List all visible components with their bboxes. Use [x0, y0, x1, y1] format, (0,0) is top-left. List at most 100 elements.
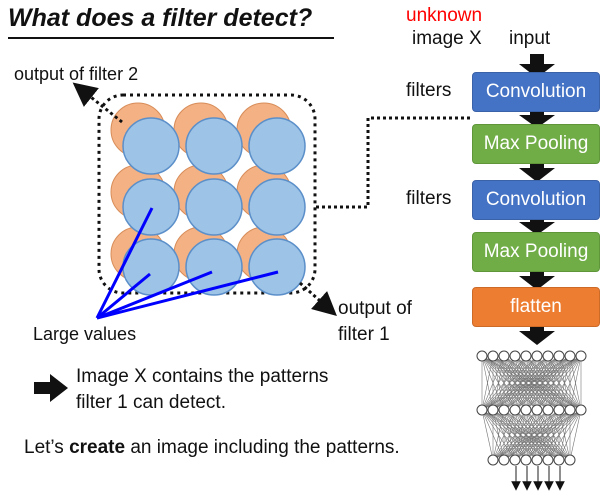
fc-connection [514, 355, 582, 411]
fc-connection [503, 355, 582, 411]
conclusion-line2: filter 1 can detect. [76, 392, 226, 413]
fc-connection [481, 355, 549, 411]
fc-node [542, 404, 554, 416]
fc-node [498, 350, 510, 362]
fc-node [564, 350, 576, 362]
filter1-cell [248, 238, 306, 296]
fc-node [542, 350, 554, 362]
fc-node [531, 404, 543, 416]
unknown-label: unknown [406, 5, 483, 26]
fc-node [575, 404, 587, 416]
fc-node [509, 454, 521, 466]
fc-connection [492, 409, 527, 461]
pipeline-convolution-2: Convolution [472, 180, 600, 220]
fc-node [509, 404, 521, 416]
fc-connection [492, 409, 549, 461]
fc-node [487, 454, 499, 466]
pipeline-flatten: flatten [472, 287, 600, 327]
fc-connection [547, 355, 582, 411]
filters-label-2: filters [406, 188, 452, 209]
fc-connection [536, 355, 582, 411]
filter1-cell [185, 117, 243, 175]
fc-connection [492, 409, 538, 461]
fc-node [553, 404, 565, 416]
fully-connected-network [476, 350, 587, 491]
filter1-cell [248, 117, 306, 175]
large-value-pointers [95, 207, 279, 320]
output-filter2-label: output of filter 2 [14, 64, 139, 84]
fc-connection [492, 409, 560, 461]
fc-node [575, 350, 587, 362]
fc-node [564, 404, 576, 416]
fc-connection [481, 409, 494, 461]
fc-connection [492, 409, 582, 461]
filter1-pointer-arrow [299, 281, 337, 316]
fc-connection [547, 409, 582, 461]
fc-connection [481, 355, 494, 411]
bottom-sentence-pre: Let’s [24, 437, 70, 458]
fc-node [487, 404, 499, 416]
fc-node [487, 350, 499, 362]
bottom-sentence-post: an image including the patterns. [125, 437, 400, 458]
input-label: input [509, 28, 551, 49]
bottom-sentence: Let’s create an image including the patt… [24, 437, 400, 459]
filters-label-1: filters [406, 80, 452, 101]
fc-node [553, 454, 565, 466]
fc-connection [481, 355, 582, 411]
flow-arrow [519, 160, 555, 182]
fc-node [509, 350, 521, 362]
pipeline-arrows [519, 54, 555, 345]
fc-connection [569, 409, 582, 461]
filter1-cell [185, 178, 243, 236]
filter2-pointer-arrow [72, 82, 123, 124]
filter1-cell [122, 178, 180, 236]
filter1-output-grid [122, 117, 306, 296]
filter1-cell [122, 117, 180, 175]
fc-node [520, 454, 532, 466]
fc-connection [558, 355, 582, 411]
image-x-label: image X [412, 28, 482, 49]
filter1-cell [185, 238, 243, 296]
flow-arrow [519, 108, 555, 128]
large-values-label: Large values [33, 324, 137, 344]
output-filter1-label-line1: output of [338, 298, 412, 319]
fc-connection [492, 355, 582, 411]
fc-connection [569, 355, 582, 411]
pipeline-convolution-1: Convolution [472, 72, 600, 112]
fc-node [564, 454, 576, 466]
fc-node [531, 454, 543, 466]
fc-connection [525, 355, 582, 411]
fc-node [498, 454, 510, 466]
conclusion-arrow-icon [34, 374, 68, 402]
filter1-cell [248, 178, 306, 236]
fc-node [476, 404, 488, 416]
fc-connection [514, 409, 582, 461]
pipeline-max-pooling-2: Max Pooling [472, 232, 600, 272]
pointer-line [96, 270, 279, 320]
conclusion-line1: Image X contains the patterns [76, 366, 329, 387]
pipeline-max-pooling-1: Max Pooling [472, 124, 600, 164]
fc-connection [503, 409, 582, 461]
pointer-line [96, 270, 213, 320]
fc-connection [481, 355, 571, 411]
output-filter1-label-line2: filter 1 [338, 324, 390, 345]
flow-arrow [519, 54, 555, 78]
pointer-line [95, 207, 154, 319]
frame-connector [316, 116, 472, 209]
fc-connection [492, 409, 505, 461]
fc-connection [481, 355, 538, 411]
fc-node [498, 404, 510, 416]
fc-node [476, 350, 488, 362]
fc-connection [525, 409, 582, 461]
bottom-sentence-bold: create [69, 437, 126, 458]
flow-arrow [519, 323, 555, 345]
fc-connection [481, 355, 560, 411]
flow-arrow [519, 268, 555, 290]
fc-node [520, 404, 532, 416]
pointer-line [96, 272, 151, 320]
fc-connection [481, 355, 505, 411]
page-title: What does a filter detect? [8, 4, 313, 32]
fc-node [542, 454, 554, 466]
fc-connection [481, 355, 527, 411]
